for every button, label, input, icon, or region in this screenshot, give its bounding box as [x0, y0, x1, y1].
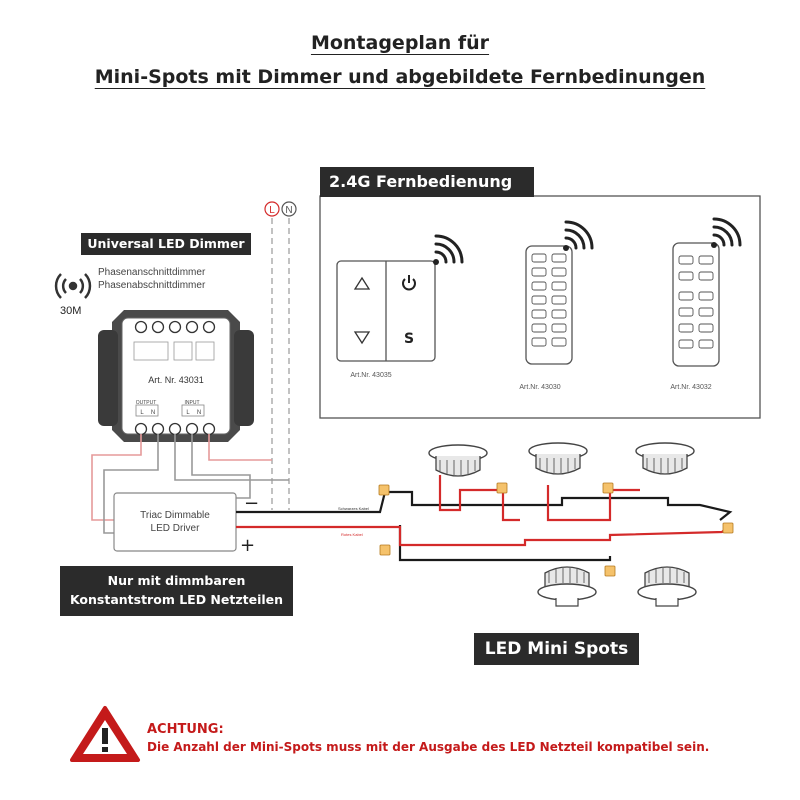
dimmer-art-nr: Art. Nr. 43031	[148, 375, 204, 385]
led-spot-3	[635, 442, 695, 475]
dimmer-out-n: N	[151, 410, 155, 416]
wireless-signal-icon	[54, 273, 92, 299]
dimmer-wiring	[91, 434, 289, 534]
led-spot-2	[528, 442, 588, 475]
remote-3-art: Art.Nr. 43032	[670, 384, 711, 391]
remote-2-art: Art.Nr. 43030	[519, 384, 560, 391]
remote-43032	[672, 242, 720, 367]
mains-n-label: N	[285, 205, 292, 216]
remote-heading-tag: 2.4G Fernbedienung	[320, 167, 534, 197]
title-line-1: Montageplan für	[310, 32, 490, 54]
mains-l-terminal	[264, 201, 280, 217]
led-spot-1	[428, 444, 488, 477]
dimmer-in-n: N	[197, 410, 201, 416]
led-driver: Triac Dimmable LED Driver − +	[113, 492, 259, 556]
driver-line-2: LED Driver	[151, 523, 201, 534]
dimmer-unit: Art. Nr. 43031 OUTPUT INPUT L N L N	[98, 310, 254, 442]
signal-range: 30M	[60, 305, 82, 317]
led-spot-4	[537, 566, 597, 607]
driver-note-tag: Nur mit dimmbaren Konstantstrom LED Netz…	[60, 566, 293, 616]
warning-text: Die Anzahl der Mini-Spots muss mit der A…	[147, 740, 710, 754]
mains-n-terminal	[281, 201, 297, 217]
driver-note-line-2: Konstantstrom LED Netzteilen	[69, 592, 284, 607]
dimmer-mode-1: Phasenanschnittdimmer	[98, 267, 206, 278]
mains-lines: L N	[264, 201, 297, 510]
dimmer-heading-tag: Universal LED Dimmer	[81, 233, 251, 255]
signal-icon-remote-43030	[563, 220, 594, 251]
wall-switch-remote: S	[336, 260, 436, 362]
remote-43030	[525, 245, 573, 365]
positive-wire	[236, 475, 731, 547]
power-icon	[402, 275, 416, 291]
signal-icon-remote-43032	[711, 217, 742, 248]
title-line-2: Mini-Spots mit Dimmer und abgebildete Fe…	[94, 66, 706, 88]
warning-title: ACHTUNG:	[147, 722, 224, 737]
dimmer-input-label: INPUT	[185, 400, 200, 406]
driver-line-1: Triac Dimmable	[140, 510, 210, 521]
dimmer-in-l: L	[186, 410, 190, 416]
dimmer-mode-2: Phasenabschnittdimmer	[98, 280, 206, 291]
dimmer-out-l: L	[140, 410, 144, 416]
dimmer-bottom-terminals	[134, 422, 216, 436]
up-arrow-icon	[353, 276, 371, 290]
driver-note-line-1: Nur mit dimmbaren	[107, 573, 246, 588]
led-spot-5	[637, 566, 697, 607]
dimmer-output-label: OUTPUT	[136, 400, 157, 406]
remote-1-art: Art.Nr. 43035	[350, 372, 391, 379]
dimmer-top-terminals	[134, 320, 216, 334]
switch-s-label: S	[404, 331, 414, 347]
wire-connectors	[378, 482, 734, 577]
black-wire-label: Schwarzes Kabel	[338, 506, 369, 511]
signal-icon-switch	[433, 234, 464, 265]
spots-label-tag: LED Mini Spots	[474, 633, 639, 665]
mains-l-label: L	[269, 205, 275, 216]
red-wire-label: Rotes Kabel	[341, 532, 363, 537]
down-arrow-icon	[353, 331, 371, 345]
warning-triangle-icon	[70, 706, 140, 762]
driver-minus: −	[244, 493, 259, 514]
driver-plus: +	[240, 535, 255, 556]
